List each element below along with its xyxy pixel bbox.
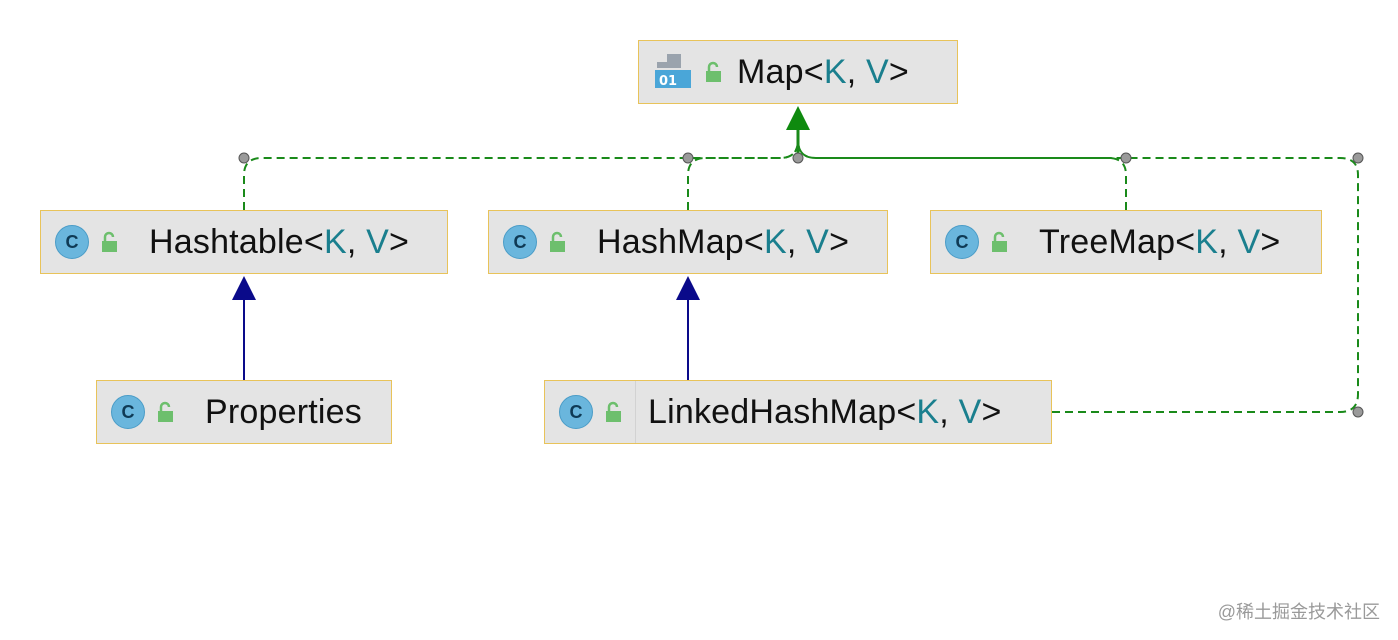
class-name: Map bbox=[737, 52, 804, 91]
node-label: Map<K, V> bbox=[725, 53, 909, 92]
edge-dot-treemap bbox=[1120, 152, 1132, 164]
gt-symbol: > bbox=[1260, 222, 1281, 261]
class-icon: C bbox=[559, 395, 593, 429]
lock-open-icon bbox=[547, 231, 569, 253]
lock-open-icon bbox=[99, 231, 121, 253]
gt-symbol: > bbox=[888, 52, 909, 91]
interface-icon: 01 bbox=[653, 52, 693, 92]
type-param: K bbox=[323, 222, 347, 261]
lock-open-icon bbox=[989, 231, 1011, 253]
lt-symbol: < bbox=[896, 392, 917, 431]
icon-divider bbox=[635, 381, 636, 443]
class-name: TreeMap bbox=[1039, 222, 1176, 261]
gt-symbol: > bbox=[829, 222, 850, 261]
type-param: V bbox=[1237, 222, 1261, 261]
node-label: Hashtable<K, V> bbox=[121, 223, 409, 262]
lock-open-icon bbox=[155, 401, 177, 423]
interface-code: 01 bbox=[659, 74, 677, 89]
comma: , bbox=[1218, 222, 1238, 261]
edge-dot-corner-top bbox=[1352, 152, 1364, 164]
lt-symbol: < bbox=[743, 222, 764, 261]
edge-hashmap-implements-map bbox=[687, 139, 799, 210]
comma: , bbox=[346, 222, 367, 261]
class-name: LinkedHashMap bbox=[648, 392, 897, 431]
comma: , bbox=[846, 52, 866, 91]
extends-arrowhead-hashtable bbox=[232, 276, 256, 300]
gt-symbol: > bbox=[981, 392, 1002, 431]
class-icon: C bbox=[111, 395, 145, 429]
type-param: K bbox=[823, 52, 847, 91]
class-icon: C bbox=[503, 225, 537, 259]
implements-arrowhead bbox=[786, 106, 810, 130]
lt-symbol: < bbox=[803, 52, 824, 91]
type-param: V bbox=[958, 392, 982, 431]
type-param: K bbox=[763, 222, 787, 261]
watermark: @稀土掘金技术社区 bbox=[1217, 602, 1380, 622]
comma: , bbox=[786, 222, 807, 261]
node-hashtable[interactable]: C Hashtable<K, V> bbox=[40, 210, 448, 274]
type-param: V bbox=[806, 222, 830, 261]
lock-open-icon bbox=[703, 61, 725, 83]
edge-dot-hashtable bbox=[238, 152, 250, 164]
edge-treemap-implements-map bbox=[797, 139, 1127, 210]
type-param: K bbox=[916, 392, 940, 431]
node-hashmap[interactable]: C HashMap<K, V> bbox=[488, 210, 888, 274]
edge-dot-map bbox=[792, 152, 804, 164]
edge-dot-hashmap bbox=[682, 152, 694, 164]
node-properties[interactable]: C Properties bbox=[96, 380, 392, 444]
type-param: V bbox=[366, 222, 390, 261]
edge-dot-corner-bottom bbox=[1352, 406, 1364, 418]
type-param: K bbox=[1195, 222, 1219, 261]
class-name: HashMap bbox=[597, 222, 744, 261]
type-param: V bbox=[866, 52, 889, 91]
node-treemap[interactable]: C TreeMap<K, V> bbox=[930, 210, 1322, 274]
node-linkedhashmap[interactable]: C LinkedHashMap<K, V> bbox=[544, 380, 1052, 444]
class-name: Hashtable bbox=[149, 222, 304, 261]
class-icon: C bbox=[945, 225, 979, 259]
edge-hashtable-implements-map bbox=[243, 128, 799, 210]
class-name: Properties bbox=[205, 392, 362, 431]
node-label: HashMap<K, V> bbox=[569, 223, 849, 262]
node-label: LinkedHashMap<K, V> bbox=[636, 393, 1002, 432]
lt-symbol: < bbox=[303, 222, 324, 261]
node-map[interactable]: 01 Map<K, V> bbox=[638, 40, 958, 104]
edge-linkedhashmap-implements-map bbox=[797, 139, 1359, 413]
gt-symbol: > bbox=[389, 222, 410, 261]
comma: , bbox=[939, 392, 959, 431]
class-icon: C bbox=[55, 225, 89, 259]
node-label: TreeMap<K, V> bbox=[1011, 223, 1280, 262]
lock-open-icon bbox=[603, 401, 625, 423]
lt-symbol: < bbox=[1175, 222, 1196, 261]
extends-arrowhead-hashmap bbox=[676, 276, 700, 300]
